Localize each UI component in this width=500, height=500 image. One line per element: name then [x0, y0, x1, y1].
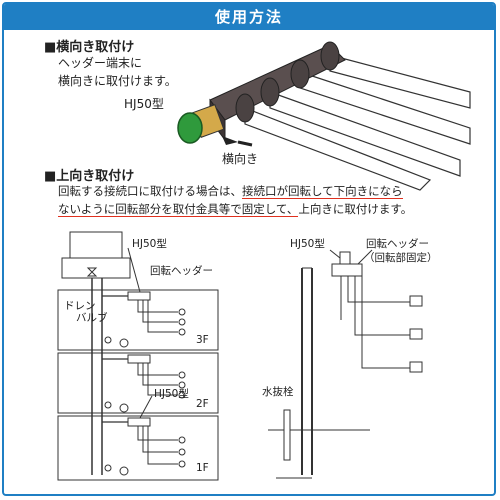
- upward-description: 回転する接続口に取付ける場合は、接続口が回転して下向きになら ないように回転部分…: [58, 182, 412, 218]
- floor-3f: 3F: [196, 334, 209, 346]
- upward-desc-line-1: 回転する接続口に取付ける場合は、接続口が回転して下向きになら: [58, 182, 412, 200]
- floor-1f: 1F: [196, 462, 209, 474]
- panel-title: 使用方法: [4, 4, 494, 30]
- drain-plug-label: 水抜栓: [262, 386, 294, 398]
- detail-fixed-label: （回転部固定）: [364, 252, 438, 264]
- building-model-label: HJ50型: [132, 238, 167, 250]
- upward-desc-line-1b: 接続口が回転して下向きになら: [242, 184, 403, 199]
- upward-desc-line-1a: 回転する接続口に取付ける場合は、: [58, 184, 242, 198]
- detail-diagram: [268, 249, 423, 479]
- horizontal-description: ヘッダー端末に 横向きに取付けます。: [58, 54, 177, 90]
- drain-label-2: バルブ: [76, 312, 108, 324]
- floor-2f: 2F: [196, 398, 209, 410]
- upward-desc-line-2a: ないように回転部分を取付金具等で固定して、: [58, 202, 299, 217]
- section-heading-horizontal: ■横向き取付け: [44, 40, 135, 55]
- horizontal-mount-illustration: [177, 41, 471, 191]
- upward-desc-line-2: ないように回転部分を取付金具等で固定して、上向きに取付けます。: [58, 200, 412, 218]
- horizontal-desc-line-2: 横向きに取付けます。: [58, 74, 177, 88]
- usage-panel: 使用方法: [2, 2, 496, 496]
- building-diagram: [57, 231, 219, 481]
- horizontal-desc-line-1: ヘッダー端末に: [58, 56, 143, 70]
- building-model-label-2f: HJ50型: [154, 388, 189, 400]
- detail-header-label: 回転ヘッダー: [366, 238, 429, 250]
- detail-model-label: HJ50型: [290, 238, 325, 250]
- building-header-label: 回転ヘッダー: [150, 265, 213, 277]
- direction-label: 横向き: [222, 152, 259, 166]
- drain-label-1: ドレン: [64, 300, 96, 312]
- section-heading-upward: ■上向き取付け: [44, 169, 135, 184]
- upward-desc-line-2b: 上向きに取付けます。: [298, 202, 413, 216]
- horizontal-model-label: HJ50型: [124, 97, 164, 111]
